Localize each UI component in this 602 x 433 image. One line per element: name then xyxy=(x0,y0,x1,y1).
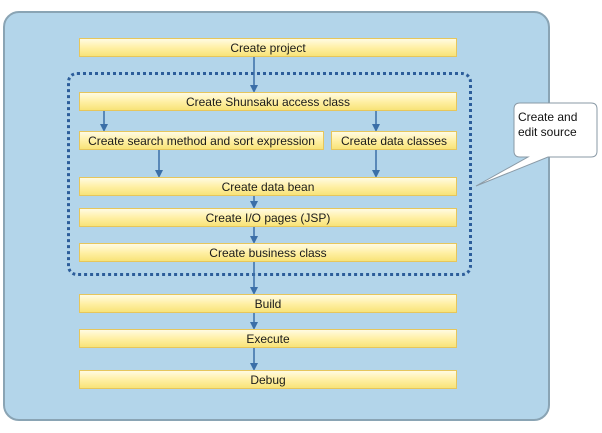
step-create-business-class: Create business class xyxy=(79,243,457,262)
step-create-search-method: Create search method and sort expression xyxy=(79,131,324,150)
step-create-access-class: Create Shunsaku access class xyxy=(79,92,457,111)
step-create-project: Create project xyxy=(79,38,457,57)
step-create-io-pages: Create I/O pages (JSP) xyxy=(79,208,457,227)
step-create-data-classes: Create data classes xyxy=(331,131,457,150)
step-debug: Debug xyxy=(79,370,457,389)
callout-line-2: edit source xyxy=(518,125,577,139)
create-edit-source-group xyxy=(67,72,472,276)
callout-bubble xyxy=(475,102,598,187)
callout-line-1: Create and xyxy=(518,110,578,124)
callout-text: Create and edit source xyxy=(518,110,577,140)
step-execute: Execute xyxy=(79,329,457,348)
step-build: Build xyxy=(79,294,457,313)
step-create-data-bean: Create data bean xyxy=(79,177,457,196)
